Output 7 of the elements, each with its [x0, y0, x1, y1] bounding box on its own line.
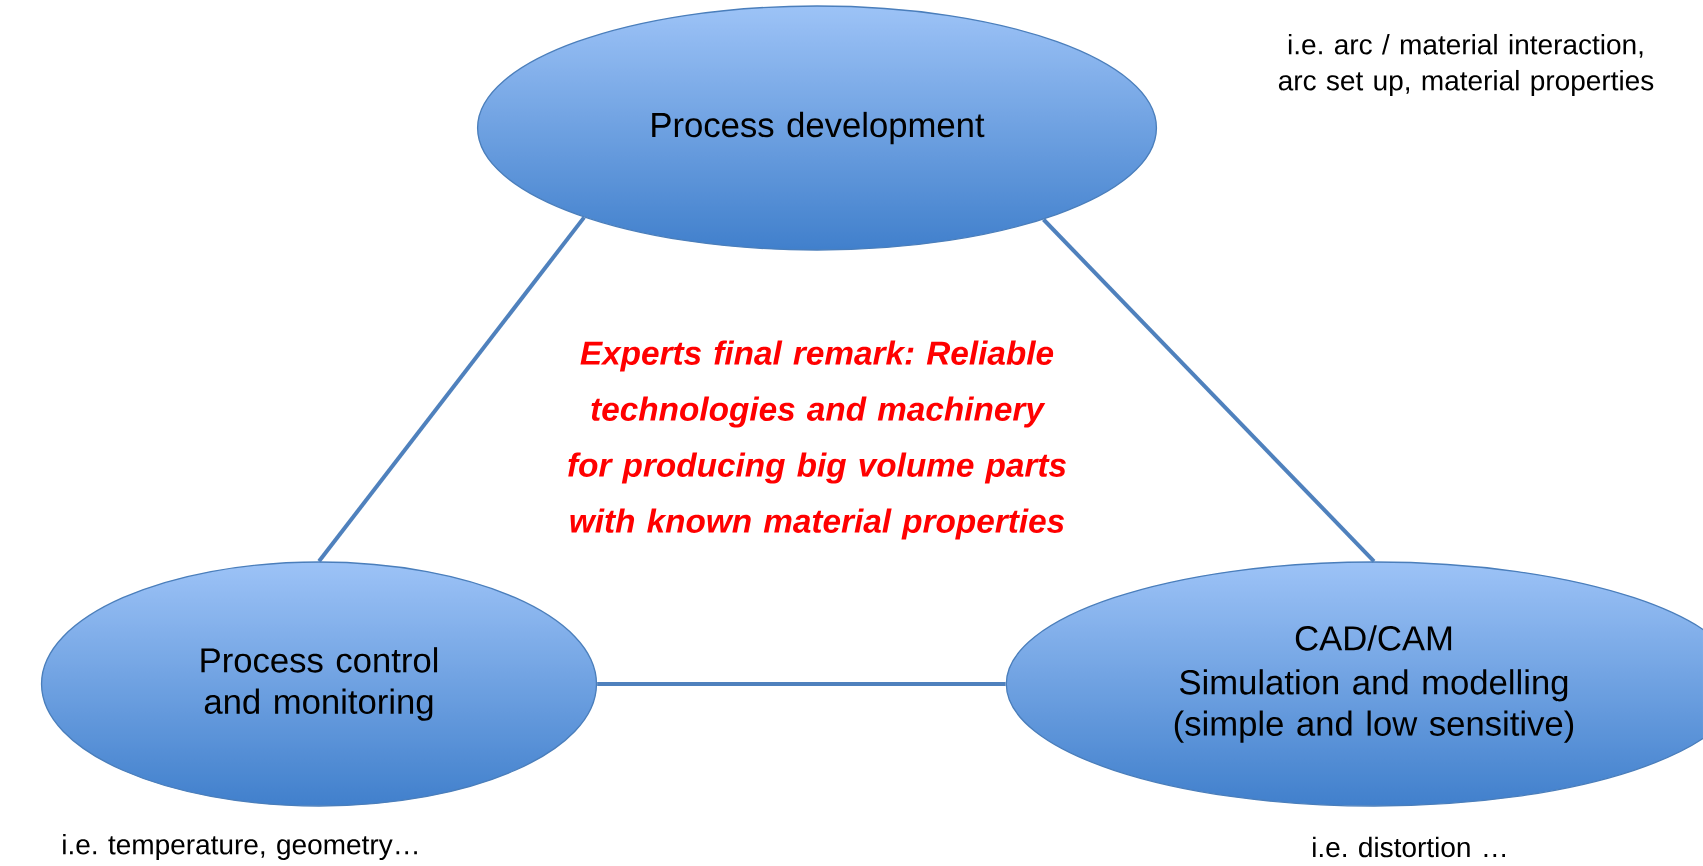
- connector-line: [1042, 218, 1376, 563]
- note-text: i.e. distortion …: [1313, 836, 1505, 858]
- connector-line: [597, 682, 1006, 686]
- note-text: i.e. temperature, geometry…: [63, 833, 417, 861]
- connector-line: [317, 216, 586, 563]
- remark-text: Experts final remark: Reliable technologies and machinery for producing big volume parts with known material properties: [568, 340, 1066, 540]
- note-text: i.e. arc / material interaction, arc set up, material properties: [1278, 33, 1654, 97]
